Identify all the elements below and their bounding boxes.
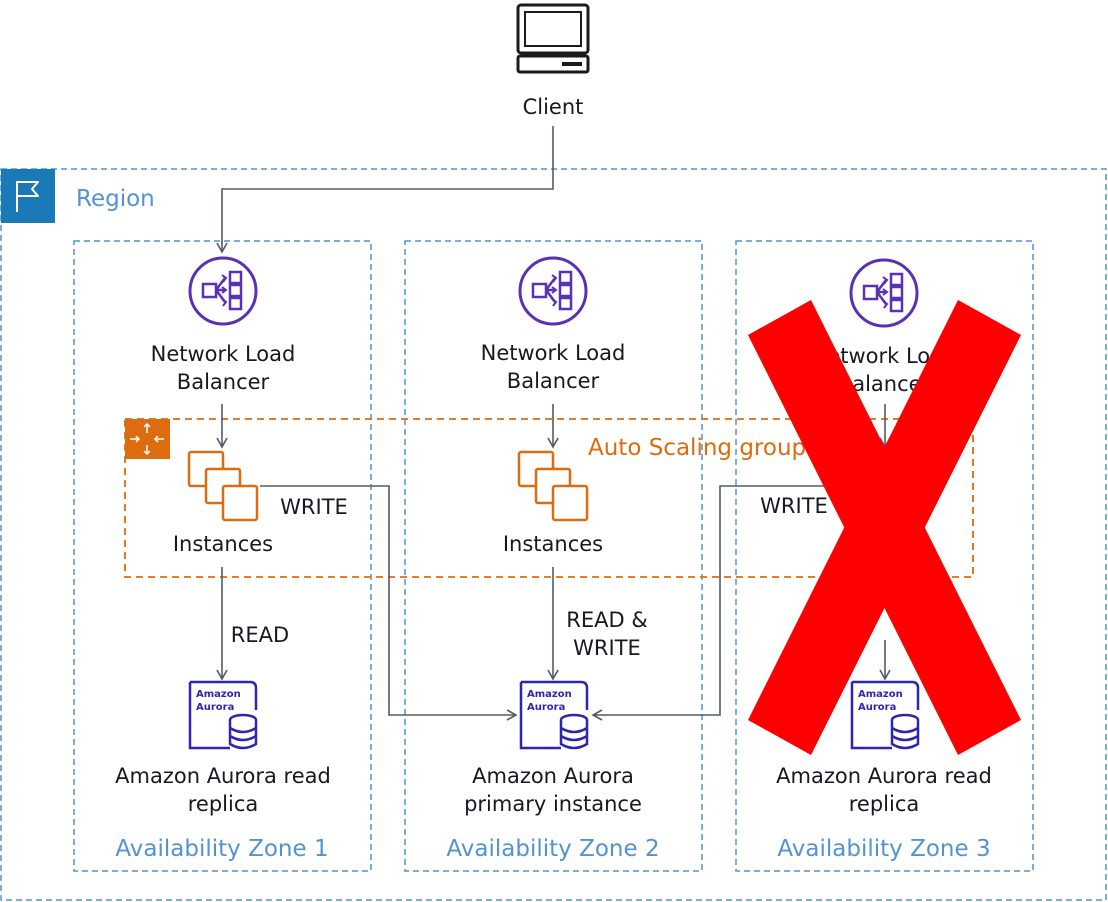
client-to-nlb-1-arrow (216, 126, 554, 254)
aurora-icon-text-2: Aurora (196, 702, 234, 713)
client-label: Client (522, 95, 584, 119)
aurora-icon: Amazon Aurora (519, 680, 589, 750)
aurora-icon-text-1: Amazon (196, 689, 241, 700)
auto-scaling-icon (125, 419, 170, 459)
aurora-icon-text-2: Aurora (527, 702, 565, 713)
nlb-icon (849, 258, 919, 328)
availability-zone-2-label: Availability Zone 2 (446, 836, 660, 862)
availability-zone-2-boundary (404, 240, 703, 872)
auto-scaling-group-boundary (124, 418, 974, 578)
aurora-icon-text-2: Aurora (858, 702, 896, 713)
nlb-icon (518, 256, 588, 326)
aurora-icon-text-1: Amazon (527, 689, 572, 700)
instances-label-zone-1: Instances (172, 532, 274, 556)
instances-icon (517, 450, 589, 522)
availability-zone-3-label: Availability Zone 3 (777, 836, 991, 862)
aurora-icon-text-1: Amazon (858, 689, 903, 700)
write-label-zone-1: WRITE (280, 495, 348, 519)
client-icon (516, 3, 590, 74)
write-arrow-zone-3 (591, 485, 840, 721)
read-write-label-zone-2: READ &WRITE (566, 608, 648, 660)
write-label-zone-3: WRITE (760, 494, 828, 518)
failure-x-stroke-2 (748, 300, 1021, 755)
instances-icon (187, 450, 259, 522)
instances-label-zone-2: Instances (502, 532, 604, 556)
aurora-icon: Amazon Aurora (188, 680, 258, 750)
availability-zone-1-label: Availability Zone 1 (115, 836, 329, 862)
availability-zone-3-boundary (735, 240, 1034, 872)
auto-scaling-group-label: Auto Scaling group (588, 435, 807, 461)
read-label-zone-1: READ (230, 623, 290, 647)
region-flag-icon (1, 169, 55, 223)
region-label: Region (76, 186, 155, 212)
nlb-icon (188, 256, 258, 326)
availability-zone-1-boundary (73, 240, 372, 872)
aurora-icon: Amazon Aurora (850, 680, 920, 750)
write-arrow-zone-1 (260, 485, 518, 721)
